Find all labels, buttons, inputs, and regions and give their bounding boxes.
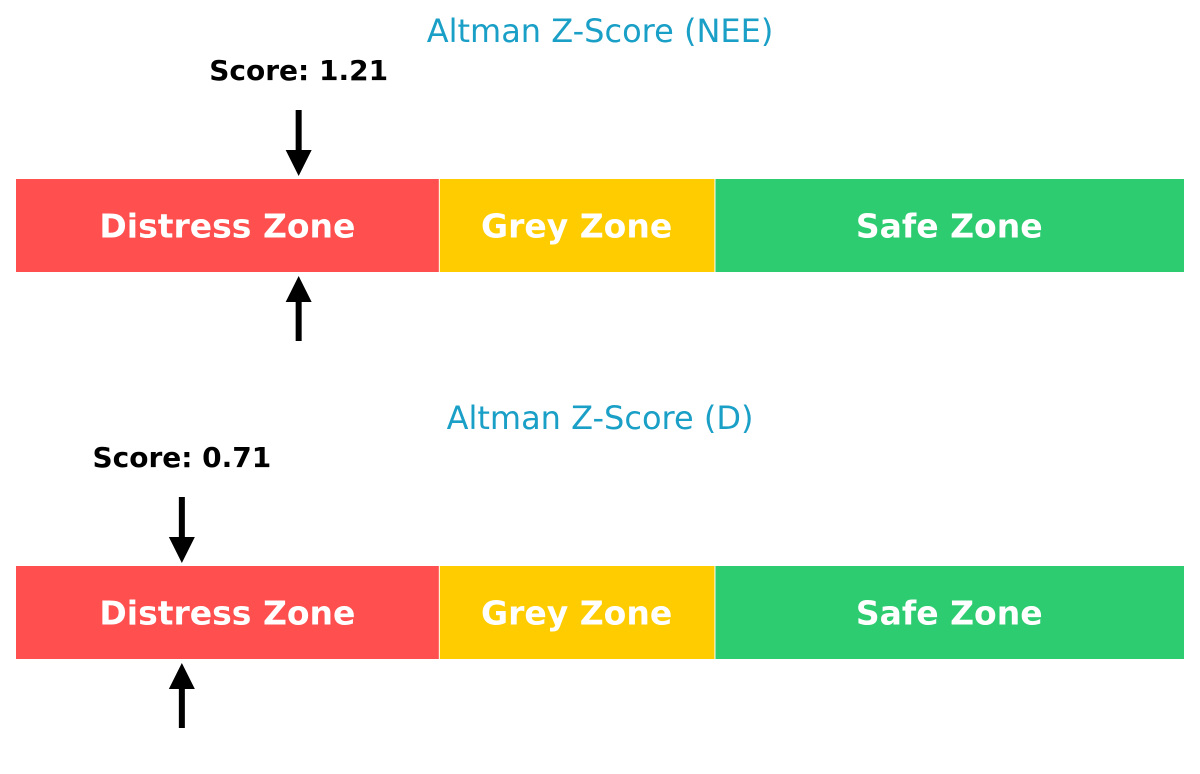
score-arrow-down bbox=[168, 497, 195, 563]
chart-title: Altman Z-Score (NEE) bbox=[427, 12, 774, 50]
chart-title: Altman Z-Score (D) bbox=[447, 399, 754, 437]
zone-label: Safe Zone bbox=[856, 207, 1043, 246]
zone-label: Safe Zone bbox=[856, 594, 1043, 633]
zone-label: Distress Zone bbox=[99, 594, 355, 633]
score-arrow-down bbox=[285, 110, 312, 176]
score-arrow-up-head bbox=[168, 663, 195, 689]
score-arrow-down-head bbox=[168, 537, 195, 563]
score-arrow-down-head bbox=[285, 150, 312, 176]
zone-label: Grey Zone bbox=[481, 594, 672, 633]
zone-bar-grey-zone bbox=[439, 566, 715, 659]
z-score-panel: Altman Z-Score (D) Distress Zone Grey Zone… bbox=[16, 399, 1184, 728]
zone-bar-safe-zone bbox=[715, 179, 1184, 272]
score-arrow-up bbox=[285, 276, 312, 341]
score-arrow-up-head bbox=[285, 276, 312, 302]
score-label: Score: 1.21 bbox=[209, 54, 388, 87]
score-arrow-up-shaft bbox=[178, 689, 185, 728]
zone-bar-grey-zone bbox=[439, 179, 715, 272]
score-arrow-up bbox=[168, 663, 195, 728]
zone-bar-distress-zone bbox=[16, 566, 439, 659]
zone-label: Distress Zone bbox=[99, 207, 355, 246]
score-arrow-down-shaft bbox=[295, 110, 302, 150]
zone-bar-safe-zone bbox=[715, 566, 1184, 659]
zone-bar-distress-zone bbox=[16, 179, 439, 272]
score-label: Score: 0.71 bbox=[92, 441, 271, 474]
z-score-panel: Altman Z-Score (NEE) Distress Zone Grey Zo… bbox=[16, 12, 1184, 341]
zone-label: Grey Zone bbox=[481, 207, 672, 246]
score-arrow-down-shaft bbox=[178, 497, 185, 537]
score-arrow-up-shaft bbox=[295, 302, 302, 341]
